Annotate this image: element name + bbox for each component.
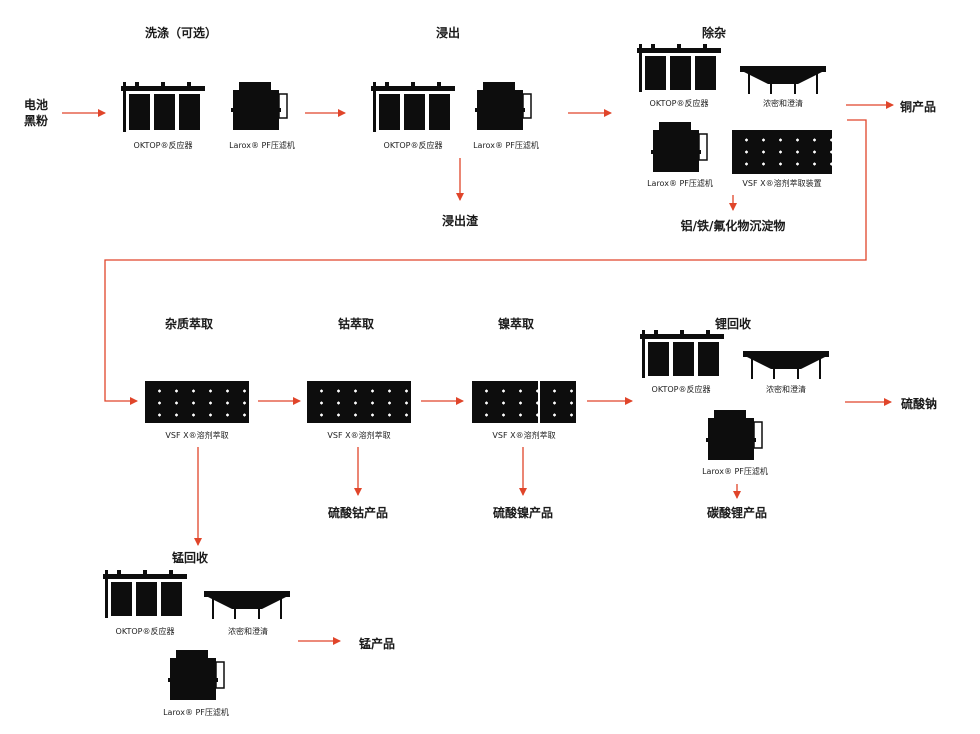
filter-press-icon (168, 650, 225, 700)
caption-filter: Larox® PF压滤机 (702, 467, 768, 476)
filter-press-icon (651, 122, 708, 172)
caption-reactor: OKTOP®反应器 (649, 99, 709, 108)
filter-press-icon (706, 410, 763, 460)
feed-label: 电池 黑粉 (24, 98, 49, 128)
caption-filter: Larox® PF压滤机 (473, 141, 539, 150)
reactor-icon (121, 82, 205, 132)
vsf-icon-nickel (472, 381, 576, 423)
caption-filter: Larox® PF压滤机 (163, 708, 229, 717)
stage-leaching-title: 浸出 (435, 26, 461, 40)
caption-thickener: 浓密和澄清 (766, 385, 806, 394)
vsf-device-icon (732, 130, 832, 174)
caption-thickener: 浓密和澄清 (228, 627, 268, 636)
stage-impurity-extraction-title: 杂质萃取 (164, 317, 214, 331)
caption-thickener: 浓密和澄清 (763, 99, 803, 108)
stage-cobalt-extraction-title: 钴萃取 (337, 317, 375, 331)
filter-press-icon (231, 82, 288, 130)
caption-vsf: VSF X®溶剂萃取 (492, 431, 556, 440)
caption-vsf: VSF X®溶剂萃取 (327, 431, 391, 440)
output-copper: 铜产品 (900, 100, 937, 114)
vsf-icon-impurity (145, 381, 249, 423)
thickener-icon (740, 66, 826, 94)
stage-manganese-recovery-title: 锰回收 (171, 551, 209, 565)
stage-purification-title: 除杂 (701, 26, 727, 40)
caption-reactor: OKTOP®反应器 (133, 141, 193, 150)
arrow-purification-to-impurity-extraction (104, 119, 867, 405)
output-manganese: 锰产品 (359, 637, 396, 651)
output-lithium-carbonate: 碳酸锂产品 (706, 506, 768, 520)
thickener-icon (204, 591, 290, 619)
caption-filter: Larox® PF压滤机 (229, 141, 295, 150)
stage-washing-title: 洗涤（可选） (144, 26, 218, 40)
output-nickel-sulfate: 硫酸镍产品 (492, 506, 554, 520)
reactor-icon (637, 44, 721, 92)
output-precipitate: 铝/铁/氟化物沉淀物 (680, 219, 786, 233)
caption-reactor: OKTOP®反应器 (383, 141, 443, 150)
reactor-icon (371, 82, 455, 132)
caption-filter: Larox® PF压滤机 (647, 179, 713, 188)
reactor-icon (103, 570, 187, 618)
caption-vsf-device: VSF X®溶剂萃取装置 (742, 179, 822, 188)
reactor-icon (640, 330, 724, 378)
output-sodium-sulfate: 硫酸钠 (901, 397, 938, 411)
caption-vsf: VSF X®溶剂萃取 (165, 431, 229, 440)
thickener-icon (743, 351, 829, 379)
caption-reactor: OKTOP®反应器 (651, 385, 711, 394)
output-cobalt-sulfate: 硫酸钴产品 (327, 506, 389, 520)
stage-lithium-recovery-title: 锂回收 (714, 317, 752, 331)
filter-press-icon (475, 82, 532, 130)
output-leach-residue: 浸出渣 (441, 214, 479, 228)
stage-nickel-extraction-title: 镍萃取 (497, 317, 535, 331)
vsf-icon-cobalt (307, 381, 411, 423)
caption-reactor: OKTOP®反应器 (115, 627, 175, 636)
